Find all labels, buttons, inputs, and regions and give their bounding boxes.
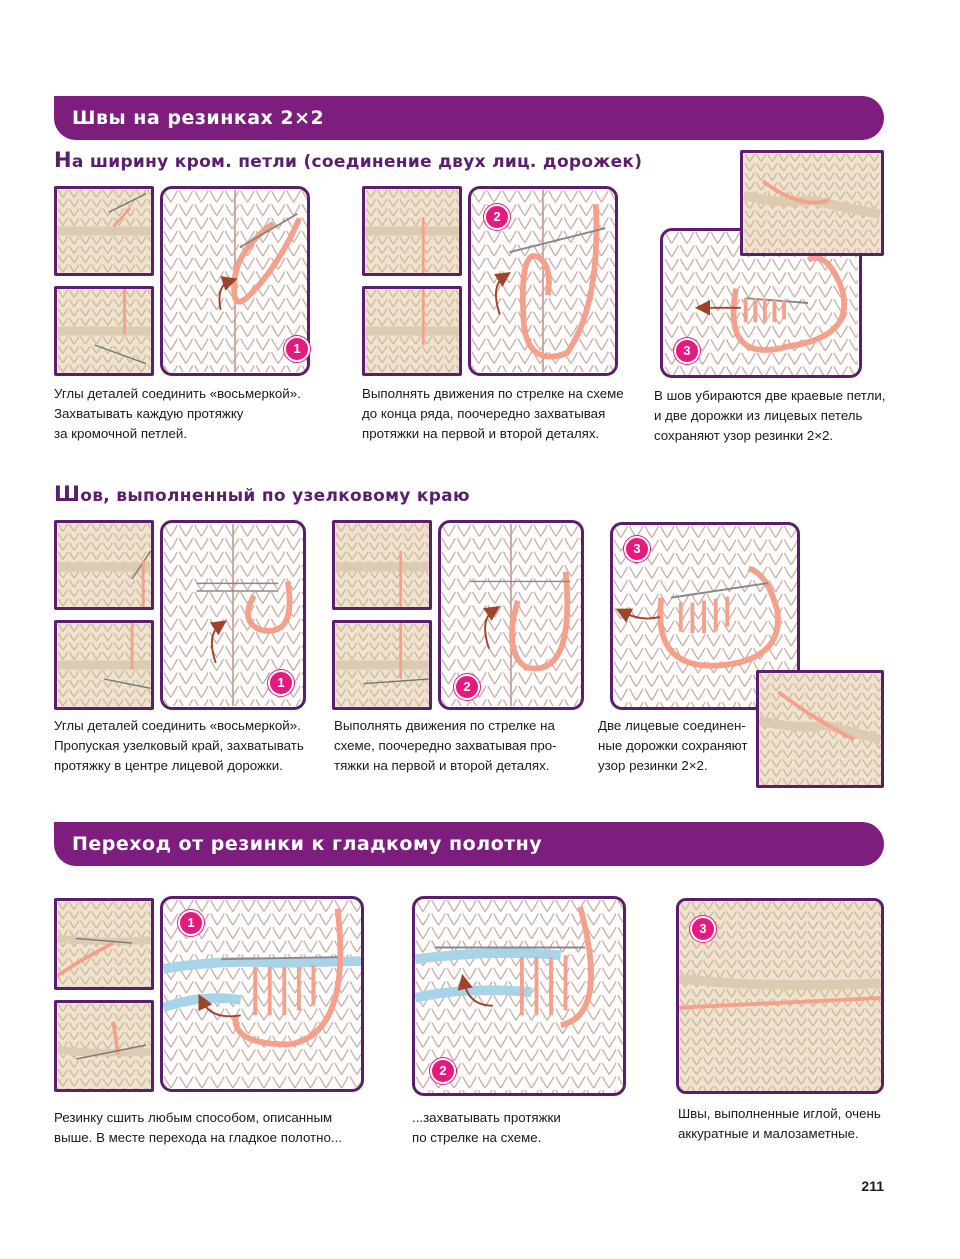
caption-knot-step1: Углы деталей соединить «восьмеркой».Проп…: [54, 718, 304, 773]
photo-step1-b: [54, 286, 154, 376]
photo-step2-b: [362, 286, 462, 376]
step-badge-2: 2: [484, 204, 510, 230]
subheading-text: а ширину кром. петли (соединение двух ли…: [71, 152, 643, 172]
step-badge-3: 3: [690, 916, 716, 942]
diagram-step2: [468, 186, 618, 376]
photo-knot-step3: [756, 670, 884, 788]
photo-transition-step3: [676, 898, 884, 1094]
photo-knot-step2-a: [332, 520, 432, 610]
caption-step3: В шов убираются две краевые петли,и две …: [654, 388, 886, 443]
caption-knot-step3: Две лицевые соединен-ные дорожки сохраня…: [598, 718, 748, 773]
step-badge-2: 2: [430, 1058, 456, 1084]
step-badge-1: 1: [268, 670, 294, 696]
subheading-edge-loop: На ширину кром. петли (соединение двух л…: [54, 148, 642, 172]
subheading-lead-letter: Ш: [54, 482, 81, 506]
photo-transition-step1-b: [54, 1000, 154, 1092]
step-badge-1: 1: [284, 336, 310, 362]
step-badge-3: 3: [674, 338, 700, 364]
step-badge-3: 3: [624, 536, 650, 562]
photo-step3: [740, 150, 884, 256]
section-banner-seams-rib: Швы на резинках 2×2: [54, 96, 884, 140]
photo-knot-step2-b: [332, 620, 432, 710]
diagram-knot-step1: [160, 520, 306, 710]
subheading-text: ов, выполненный по узелковому краю: [80, 486, 470, 506]
section-banner-rib-to-stockinette: Переход от резинки к гладкому полотну: [54, 822, 884, 866]
photo-knot-step1-a: [54, 520, 154, 610]
step-badge-2: 2: [454, 674, 480, 700]
photo-transition-step1-a: [54, 898, 154, 990]
subheading-knot-edge: Шов, выполненный по узелковому краю: [54, 482, 470, 506]
photo-step1-a: [54, 186, 154, 276]
caption-step1: Углы деталей соединить «восьмеркой».Захв…: [54, 386, 301, 441]
photo-step2-a: [362, 186, 462, 276]
photo-knot-step1-b: [54, 620, 154, 710]
page-number: 211: [861, 1178, 884, 1194]
step-badge-1: 1: [178, 910, 204, 936]
subheading-lead-letter: Н: [54, 148, 72, 172]
